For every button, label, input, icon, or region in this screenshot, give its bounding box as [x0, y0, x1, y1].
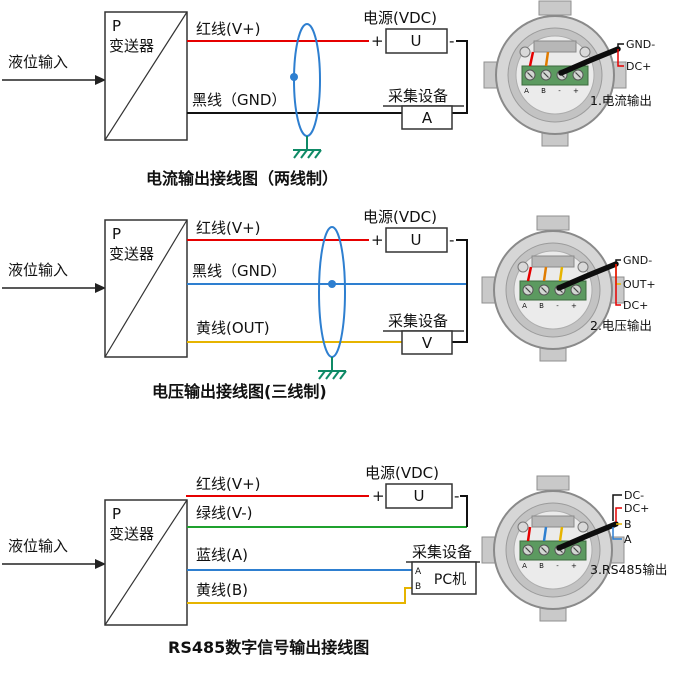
transmitter-diagonal	[104, 219, 188, 358]
output-label: DC+	[624, 502, 649, 515]
power-title: 电源(VDC)	[365, 464, 439, 482]
collector-unit: V	[422, 334, 433, 352]
minus-sign: -	[454, 487, 459, 505]
wire-label-blue: 蓝线(A)	[196, 546, 248, 564]
transmitter-box: P 变送器	[104, 219, 188, 358]
power-supply: 电源(VDC) + U -	[363, 208, 454, 253]
pc-label: PC机	[434, 572, 466, 588]
device-caption: 1.电流输出	[590, 93, 652, 108]
power-supply: 电源(VDC) + U -	[365, 464, 459, 509]
wire-label-black: 黑线（GND）	[192, 91, 286, 109]
transmitter-photo: A B - +	[481, 215, 625, 362]
wire-label-gnd: 黑线（GND）	[192, 262, 286, 280]
input-arrow	[2, 75, 106, 85]
input-label: 液位输入	[8, 261, 68, 279]
wire-label-out: 黄线(OUT)	[196, 319, 270, 337]
terminal-labels: A B - +	[524, 87, 584, 95]
yellow-wire	[187, 587, 412, 604]
transmitter-photo: A B - +	[483, 0, 627, 147]
collector-title: 采集设备	[388, 312, 448, 330]
power-unit: U	[414, 487, 425, 505]
wire-label-yellow: 黄线(B)	[196, 581, 248, 599]
device-leads: GND- OUT+ DC+	[615, 254, 656, 312]
section-voltage-output: 液位输入 P 变送器 红线(V+) 黑线（GND） 黄线(OUT) 电源(VDC…	[2, 208, 656, 401]
collector: 采集设备 A	[383, 87, 464, 130]
device-leads: GND- DC+	[617, 38, 655, 73]
device-leads: DC- DC+ B A	[612, 489, 649, 546]
power-title: 电源(VDC)	[363, 9, 437, 27]
transmitter-diagonal	[104, 11, 188, 141]
output-label: DC-	[624, 489, 644, 502]
transmitter-diagonal	[104, 499, 188, 626]
shield-ellipse	[318, 226, 346, 358]
transmitter-p: P	[112, 225, 121, 243]
section-current-output: 液位输入 P 变送器 红线(V+) 黑线（GND） 电源(VDC) + U - …	[2, 0, 655, 188]
section-caption: 电流输出接线图（两线制）	[146, 169, 338, 188]
input-arrow	[2, 283, 106, 293]
power-title: 电源(VDC)	[363, 208, 437, 226]
terminal-labels: A B - +	[522, 562, 582, 570]
pc-port-a: A	[415, 567, 422, 577]
output-label: GND-	[626, 38, 655, 51]
collector-unit: A	[422, 109, 433, 127]
power-unit: U	[411, 32, 422, 50]
device-caption: 3.RS485输出	[590, 562, 667, 577]
power-unit: U	[411, 231, 422, 249]
section-caption: 电压输出接线图(三线制)	[152, 382, 327, 401]
collector-box	[401, 330, 453, 355]
section-caption: RS485数字信号输出接线图	[168, 638, 369, 657]
collector: 采集设备 A B PC机	[406, 543, 480, 595]
collector-box	[401, 105, 453, 130]
collector-title: 采集设备	[388, 87, 448, 105]
transmitter-box: P 变送器	[104, 11, 188, 141]
transmitter-p: P	[112, 17, 121, 35]
input-label: 液位输入	[8, 53, 68, 71]
device-cable	[556, 521, 619, 551]
power-box	[385, 483, 453, 509]
output-label: B	[624, 518, 632, 531]
output-label: A	[624, 533, 632, 546]
output-label: GND-	[623, 254, 652, 267]
device-cable	[556, 261, 619, 291]
transmitter-name: 变送器	[109, 37, 154, 55]
pc-box	[411, 561, 477, 595]
ground-symbol	[318, 357, 347, 380]
output-label: DC+	[623, 299, 648, 312]
output-label: DC+	[626, 60, 651, 73]
shield-drain-dot	[290, 73, 298, 81]
wire-label-red: 红线(V+)	[196, 475, 261, 493]
input-arrow	[2, 559, 106, 569]
pc-port-b: B	[415, 582, 421, 592]
wire-label-green: 绿线(V-)	[196, 504, 253, 522]
power-supply: 电源(VDC) + U -	[363, 9, 454, 54]
transmitter-name: 变送器	[109, 525, 154, 543]
output-label: OUT+	[623, 278, 656, 291]
minus-sign: -	[449, 32, 454, 50]
transmitter-photo: A B - +	[481, 475, 625, 622]
shield-drain-dot	[328, 280, 336, 288]
terminal-labels: A B - +	[522, 302, 582, 310]
device-caption: 2.电压输出	[590, 318, 652, 333]
ground-symbol	[293, 136, 322, 159]
section-rs485-output: 液位输入 P 变送器 红线(V+) 绿线(V-) 蓝线(A) 黄线(B) 电源(…	[2, 464, 667, 657]
transmitter-box: P 变送器	[104, 499, 188, 626]
transmitter-name: 变送器	[109, 245, 154, 263]
power-return-line	[452, 40, 468, 114]
wire-label-red: 红线(V+)	[196, 20, 261, 38]
power-return-line	[460, 495, 468, 527]
device-cable	[558, 46, 621, 76]
plus-sign: +	[372, 487, 385, 505]
collector: 采集设备 V	[383, 312, 464, 355]
transmitter-p: P	[112, 505, 121, 523]
plus-sign: +	[371, 231, 384, 249]
collector-title: 采集设备	[412, 543, 472, 561]
wire-label-red: 红线(V+)	[196, 219, 261, 237]
power-return-line	[452, 239, 468, 343]
minus-sign: -	[449, 231, 454, 249]
plus-sign: +	[371, 32, 384, 50]
input-label: 液位输入	[8, 537, 68, 555]
power-box	[385, 227, 448, 253]
power-box	[385, 28, 448, 54]
